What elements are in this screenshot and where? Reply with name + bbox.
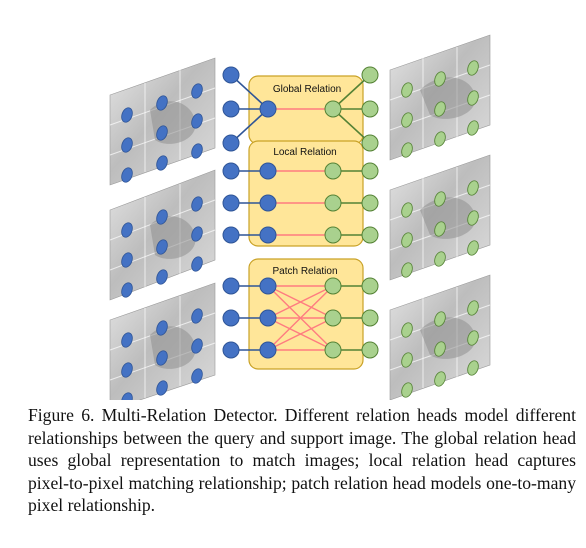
query-slab-dot [121, 332, 133, 348]
global-relation-label: Global Relation [273, 84, 341, 95]
local-relation-label: Local Relation [273, 147, 336, 158]
query-slab-dot [191, 226, 203, 242]
query-slab-dot [191, 83, 203, 99]
query-slab-dot [121, 107, 133, 123]
support-slab-dot [401, 352, 413, 368]
support-slab-dot [434, 221, 446, 237]
query-slab-dot [121, 252, 133, 268]
support-slab-dot [434, 341, 446, 357]
query-global-node [259, 100, 277, 118]
support-slab-dot [401, 202, 413, 218]
global-relation-nodes [222, 66, 379, 152]
query-pixel-node [259, 277, 277, 295]
query-node [222, 309, 240, 327]
query-slab-dot [191, 368, 203, 384]
query-node [222, 162, 240, 180]
query-node [222, 341, 240, 359]
support-slab-dot [434, 71, 446, 87]
query-slab-dot [156, 155, 168, 171]
query-node [222, 277, 240, 295]
query-pixel-node [259, 341, 277, 359]
query-slab-dot [156, 350, 168, 366]
support-slab-dot [434, 191, 446, 207]
support-node [361, 100, 379, 118]
query-slab-dot [121, 362, 133, 378]
support-slab-dot [434, 371, 446, 387]
support-slab-dot [467, 300, 479, 316]
support-slab-dot [467, 210, 479, 226]
support-slab-dot [401, 382, 413, 398]
support-node [361, 309, 379, 327]
support-node [361, 162, 379, 180]
local-relation-nodes [222, 162, 379, 244]
support-pixel-node [324, 341, 342, 359]
query-slab-dot [121, 222, 133, 238]
query-slab-dot [191, 196, 203, 212]
support-node [361, 341, 379, 359]
support-slab-dot [401, 142, 413, 158]
support-slab-dot [434, 251, 446, 267]
support-slab-dot [401, 82, 413, 98]
query-slab-dot [156, 380, 168, 396]
support-slab-dots [401, 60, 479, 398]
query-pixel-node [259, 162, 277, 180]
support-slab-dot [434, 131, 446, 147]
query-slab-dot [156, 95, 168, 111]
support-slab-dot [467, 240, 479, 256]
support-slab-dot [467, 90, 479, 106]
query-pixel-node [259, 194, 277, 212]
query-slab-dots [121, 83, 203, 400]
query-slab-dot [121, 392, 133, 400]
support-node [361, 66, 379, 84]
support-pixel-node [324, 162, 342, 180]
query-pixel-node [259, 226, 277, 244]
support-node [361, 226, 379, 244]
support-slab-dot [401, 322, 413, 338]
query-slab-dot [191, 338, 203, 354]
support-slab-dot [434, 311, 446, 327]
query-node [222, 226, 240, 244]
support-slab-dot [401, 262, 413, 278]
query-slab-dot [121, 167, 133, 183]
query-slab-dot [191, 256, 203, 272]
support-slab-dot [401, 232, 413, 248]
support-pixel-node [324, 277, 342, 295]
support-slab-dot [467, 180, 479, 196]
query-slab-dot [191, 308, 203, 324]
query-node [222, 66, 240, 84]
patch-relation-label: Patch Relation [272, 266, 337, 277]
support-node [361, 194, 379, 212]
query-slab-dot [121, 137, 133, 153]
support-slab-dot [467, 60, 479, 76]
support-slab-dot [401, 112, 413, 128]
query-node [222, 194, 240, 212]
patch-relation-nodes [222, 277, 379, 359]
support-slab-dot [467, 120, 479, 136]
query-slab-dot [156, 209, 168, 225]
support-slab-dot [434, 101, 446, 117]
support-slab-dot [467, 360, 479, 376]
query-slab-dot [156, 125, 168, 141]
support-pixel-node [324, 194, 342, 212]
query-slab-dot [121, 282, 133, 298]
support-node [361, 134, 379, 152]
query-slab-dot [191, 143, 203, 159]
query-node [222, 134, 240, 152]
query-slab-dot [156, 320, 168, 336]
multi-relation-diagram: Global Relation Local Relation Patch Rel… [109, 34, 491, 400]
query-slab-dot [191, 113, 203, 129]
query-slab-dot [156, 269, 168, 285]
query-slab-dot [156, 239, 168, 255]
support-pixel-node [324, 226, 342, 244]
figure-caption: Figure 6. Multi-Relation Detector. Diffe… [28, 405, 576, 515]
query-node [222, 100, 240, 118]
support-pixel-node [324, 309, 342, 327]
support-global-node [324, 100, 342, 118]
query-pixel-node [259, 309, 277, 327]
support-node [361, 277, 379, 295]
support-slab-dot [467, 330, 479, 346]
